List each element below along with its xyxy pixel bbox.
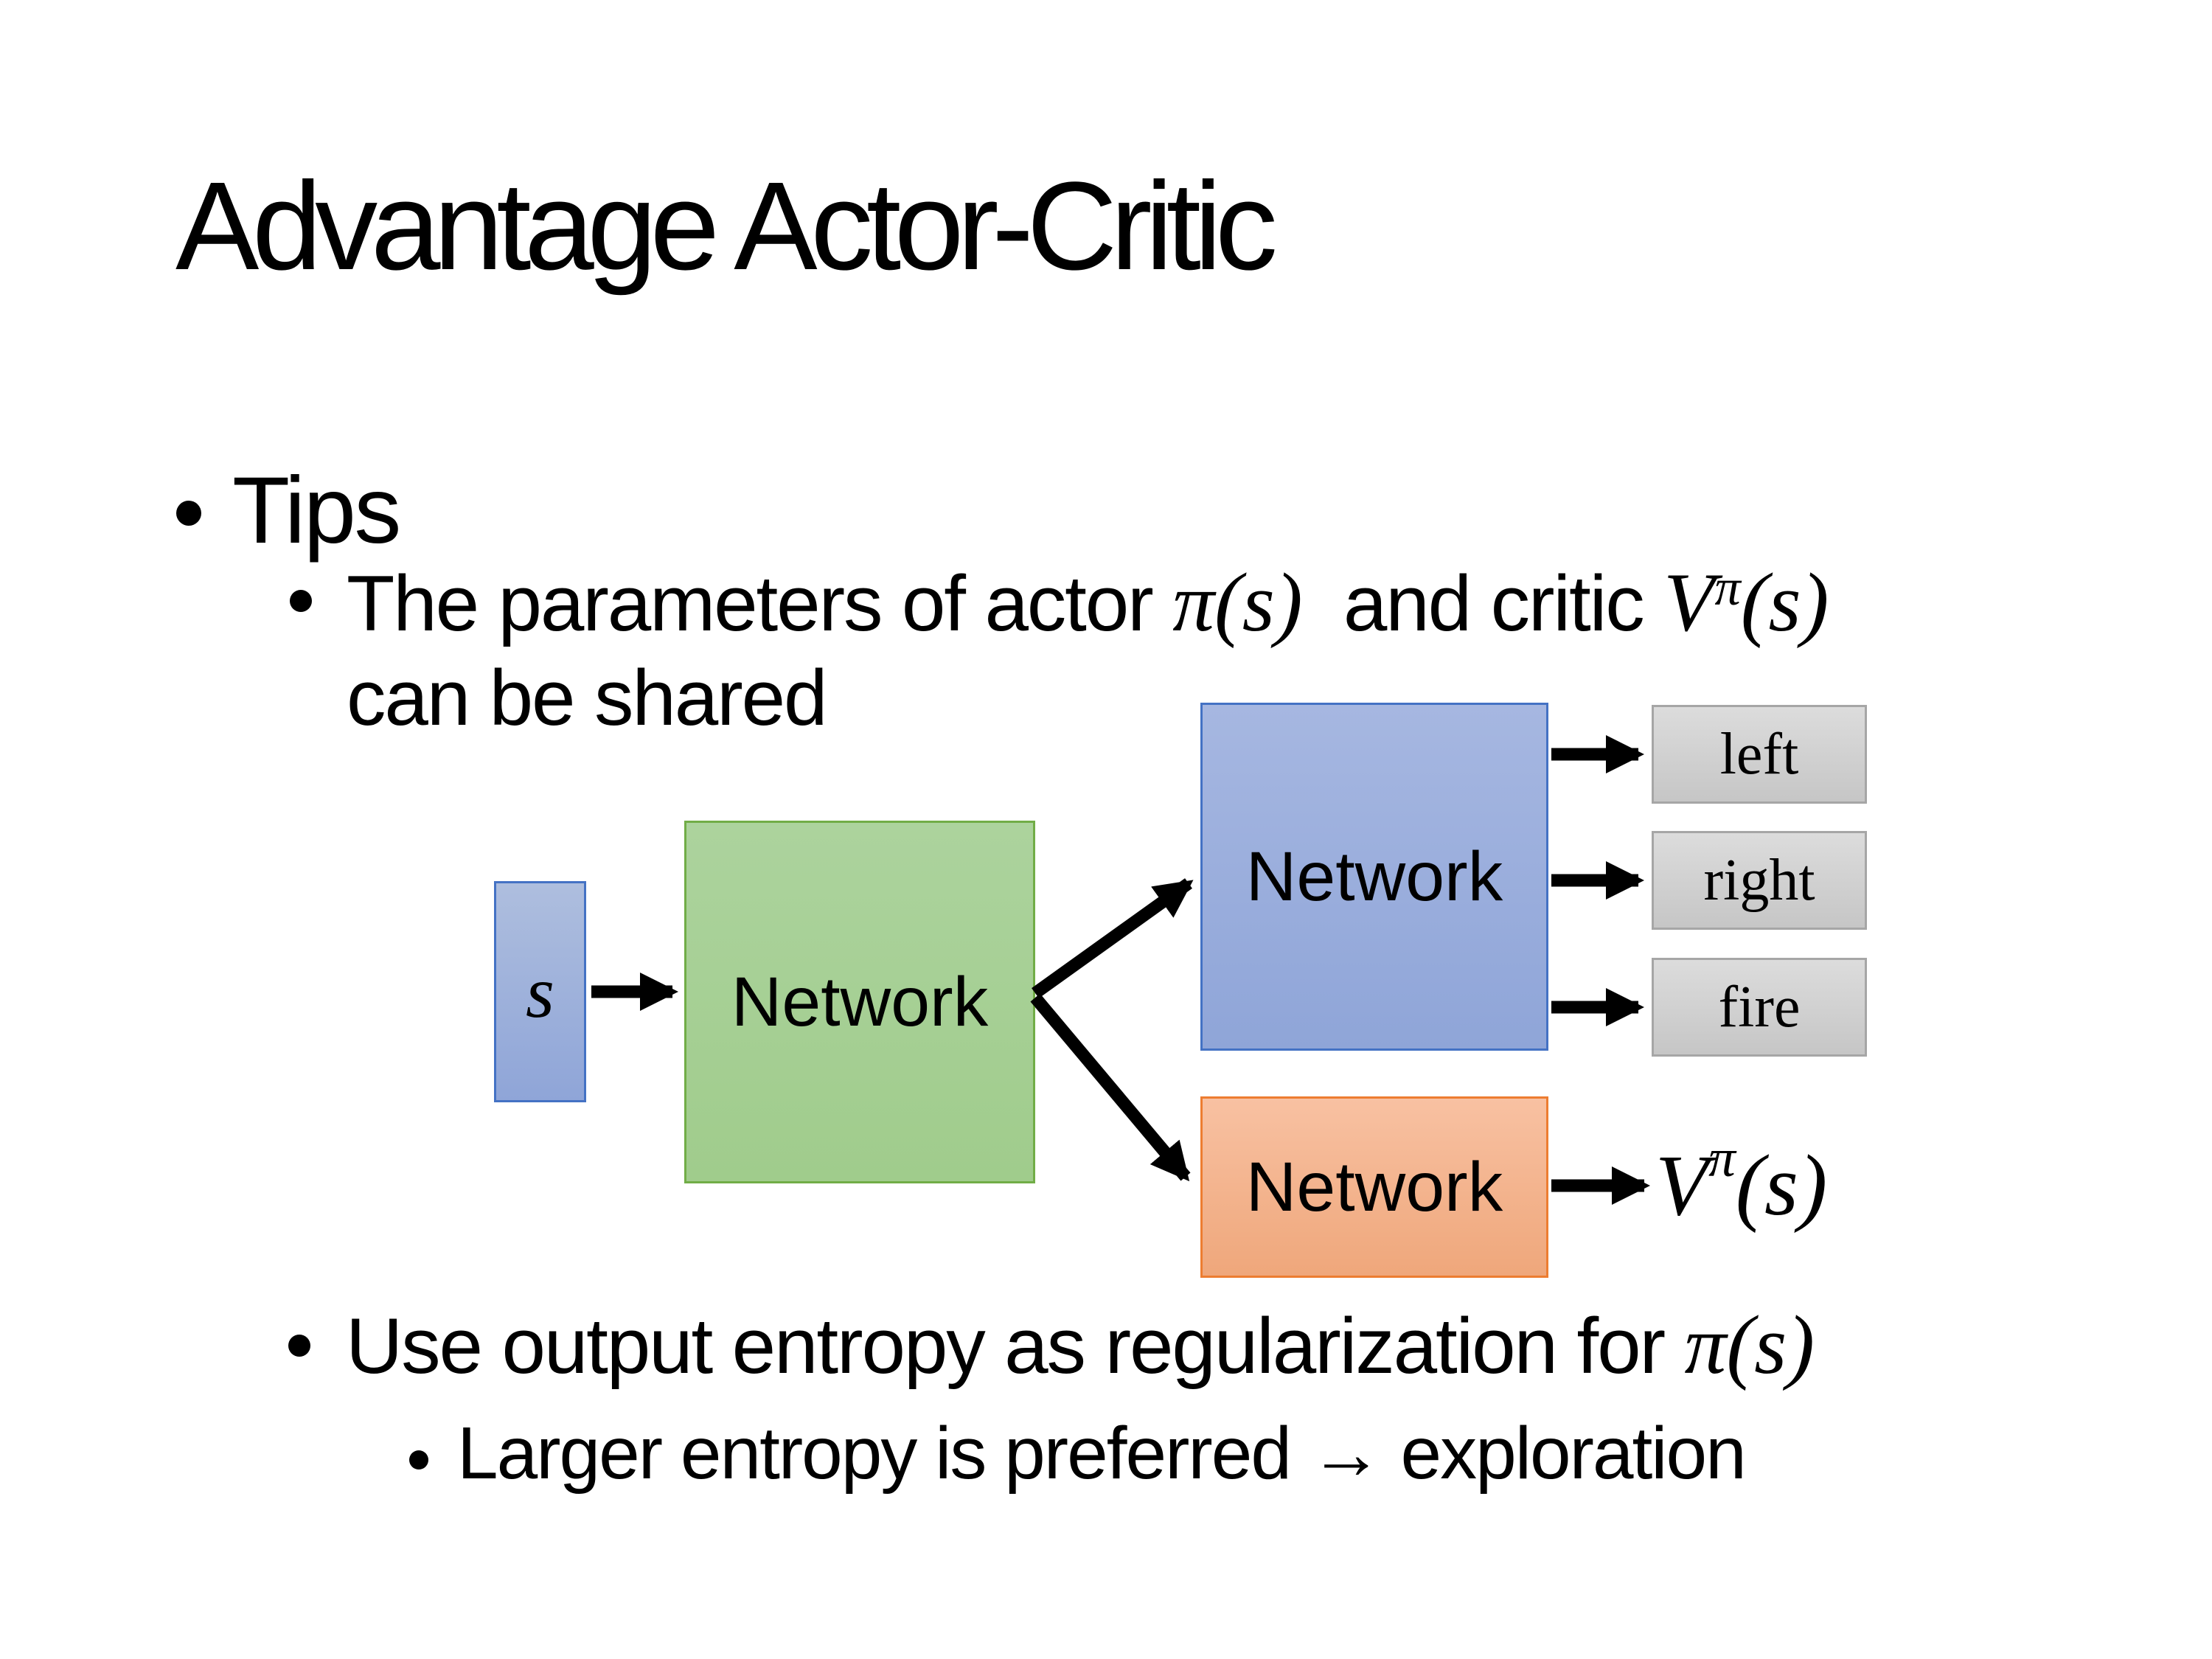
bullet-shared-line2: can be shared: [347, 653, 827, 742]
action-box-right: right: [1652, 831, 1867, 930]
action-label-fire: fire: [1718, 974, 1801, 1040]
math-critic-v-base: V: [1663, 556, 1715, 649]
value-output-args: (s): [1735, 1137, 1828, 1234]
math-entropy-pi: π(s): [1684, 1298, 1815, 1391]
state-box: s: [494, 881, 586, 1102]
bullet-dot-larger: [409, 1450, 428, 1470]
actor-network-label: Network: [1245, 837, 1503, 916]
math-actor-pi: π(s): [1172, 556, 1303, 649]
bullet-tips: Tips: [232, 458, 401, 563]
action-label-left: left: [1719, 721, 1799, 787]
bullet-entropy-seg1: Use output entropy as regularization for: [346, 1301, 1685, 1390]
bullet-dot-shared: [290, 590, 312, 612]
bullet-shared-seg2: and critic: [1302, 559, 1664, 647]
value-output-base: V: [1655, 1137, 1709, 1234]
action-box-fire: fire: [1652, 958, 1867, 1057]
critic-network-label: Network: [1245, 1147, 1503, 1226]
shared-network-box: Network: [684, 821, 1035, 1183]
state-label: s: [526, 950, 554, 1033]
action-label-right: right: [1703, 847, 1815, 913]
bullet-entropy: Use output entropy as regularization for…: [346, 1297, 1815, 1394]
math-critic-v-args: (s): [1740, 556, 1829, 649]
arrow-shared-to-actor: [1032, 878, 1194, 998]
bullet-larger: Larger entropy is preferred → exploratio…: [457, 1412, 1747, 1495]
arrow-shared-to-critic: [1030, 993, 1191, 1182]
shared-network-label: Network: [731, 962, 989, 1041]
action-box-left: left: [1652, 705, 1867, 804]
math-critic-v: Vπ(s): [1663, 556, 1829, 649]
bullet-shared: The parameters of actor π(s) and critic …: [347, 554, 1829, 743]
bullet-dot-tips: [176, 501, 201, 526]
bullet-dot-entropy: [288, 1335, 310, 1357]
critic-network-box: Network: [1200, 1096, 1548, 1278]
page-title: Advantage Actor-Critic: [175, 156, 1278, 296]
bullet-shared-seg1: The parameters of actor: [347, 559, 1173, 647]
math-critic-v-sup: π: [1714, 558, 1741, 616]
value-output-sup: π: [1708, 1128, 1736, 1189]
actor-network-box: Network: [1200, 703, 1548, 1051]
